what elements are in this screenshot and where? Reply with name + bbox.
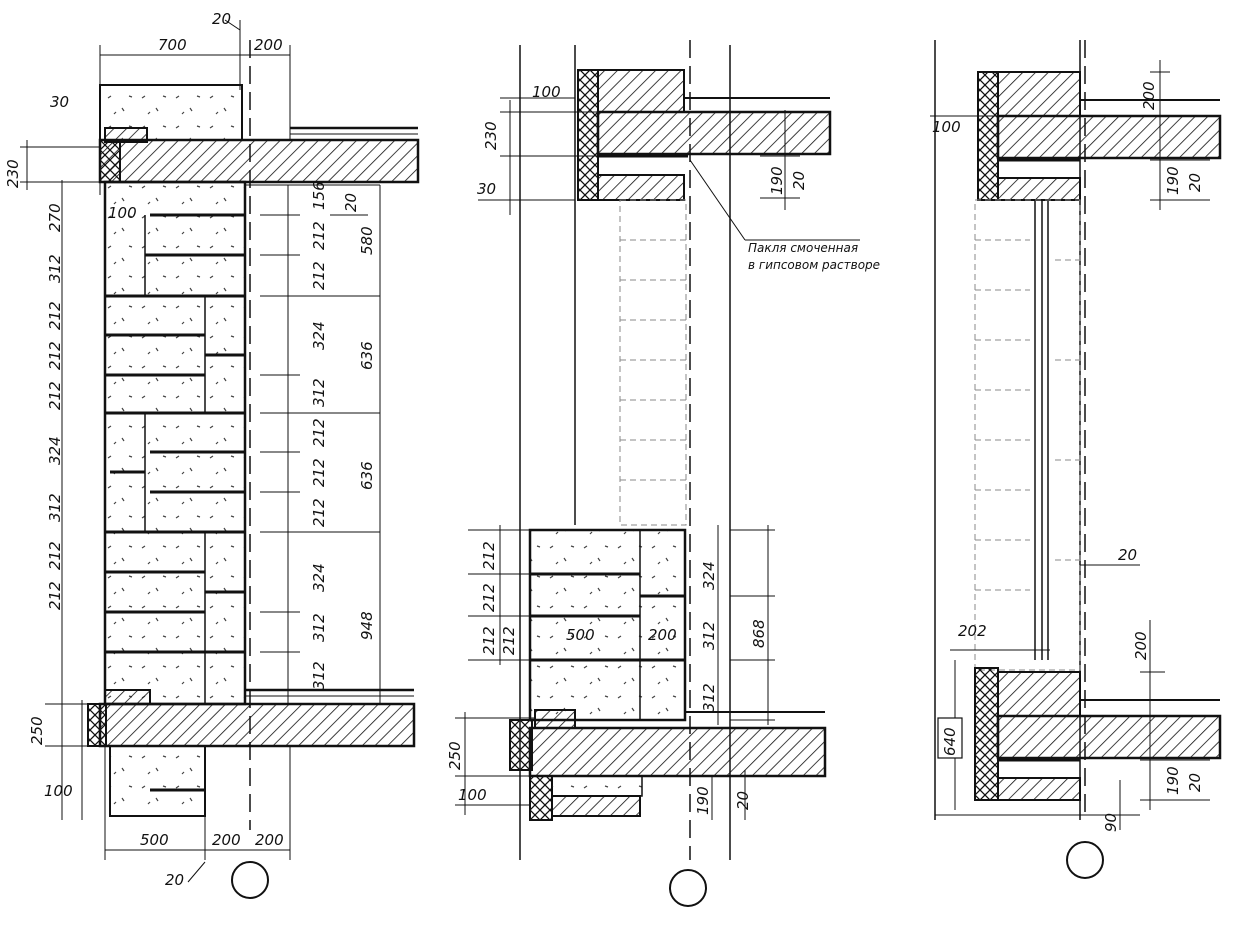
dim-a-top-1: 20 [212,10,231,28]
dim-b-left-8: 100 [458,786,487,804]
dim-c-bottom-0: 202 [958,622,987,640]
dim-b-left-7: 250 [446,741,464,770]
dim-a-right-inner-9: 312 [310,613,328,642]
dim-a-right-inner-1: 212 [310,221,328,250]
dim-c-right-1: 190 [1164,166,1182,195]
dim-a-right-inner-4: 312 [310,378,328,407]
dim-a-right-inner-8: 324 [310,563,328,592]
dim-a-left-12: 250 [28,716,46,745]
dim-b-left-2: 30 [477,180,496,198]
dim-c-right-2: 20 [1186,173,1204,192]
dim-a-bottom-3: 20 [165,871,184,889]
detail-c: 100 640 200 190 20 20 200 190 20 202 90 [930,40,1222,879]
detail-b: 100 230 30 212 212 212 212 250 100 500 2… [446,40,880,907]
dim-b-left-3: 212 [480,541,498,570]
dim-a-right-outer-0: 20 [342,193,360,212]
dim-a-left-1: 230 [4,159,22,188]
dim-b-right-3: 312 [700,621,718,650]
dim-a-right-outer-3: 636 [358,461,376,490]
dim-b-right-4: 312 [700,683,718,712]
dim-c-right-5: 190 [1164,766,1182,795]
dim-a-right-inner-10: 312 [310,661,328,690]
dim-a-bottom-0: 500 [140,831,169,849]
dim-b-left-1: 230 [482,121,500,150]
window-opening [619,199,687,526]
floor-slab-b-top [596,110,832,156]
dim-a-right-inner-6: 212 [310,458,328,487]
dim-a-left-8: 324 [46,436,64,465]
dim-a-left-10: 212 [46,541,64,570]
dim-c-right-6: 20 [1186,773,1204,792]
dim-a-right-inner-2: 212 [310,261,328,290]
dim-b-left-4: 212 [480,583,498,612]
dim-a-right-outer-2: 636 [358,341,376,370]
dim-b-right-6: 190 [694,786,712,815]
dim-b-left-6: 212 [500,626,518,655]
dim-a-left-7: 212 [46,381,64,410]
dim-a-left-5: 212 [46,301,64,330]
dim-a-bottom-1: 200 [212,831,241,849]
dim-b-left-0: 100 [532,83,561,101]
dim-b-left-5: 212 [480,626,498,655]
dim-b-right-7: 20 [734,791,752,810]
dim-b-right-2: 324 [700,561,718,590]
floor-slab-c-top [996,114,1222,160]
window-opening-c [974,199,1081,671]
dim-a-left-4: 312 [46,254,64,283]
floor-slab-top [98,138,420,184]
dim-c-bottom-1: 90 [1102,813,1120,832]
dim-a-left-9: 312 [46,493,64,522]
dim-a-right-inner-5: 212 [310,418,328,447]
floor-slab-b-bottom [528,726,827,778]
dim-b-right-0: 190 [768,166,786,195]
dim-c-left-0: 100 [932,118,961,136]
detail-a: 700 20 200 30 230 270 100 312 212 212 21… [4,10,420,899]
dim-c-right-4: 200 [1132,631,1150,660]
note-b-line1: Пакля смоченная [748,241,858,255]
dim-a-bottom-2: 200 [255,831,284,849]
floor-slab-bottom [98,702,416,748]
dim-c-right-0: 200 [1140,81,1158,110]
dim-a-left-0: 30 [50,93,69,111]
dim-a-right-inner-7: 212 [310,498,328,527]
dim-c-right-3: 20 [1118,546,1137,564]
dim-b-inside-1: 200 [648,626,677,644]
dim-a-right-inner-3: 324 [310,321,328,350]
block-wall [103,180,247,706]
dim-a-left-11: 212 [46,581,64,610]
dim-b-inside-0: 500 [566,626,595,644]
dim-b-right-5: 868 [750,619,768,648]
dim-a-left-13: 100 [44,782,73,800]
dim-a-top-2: 200 [254,36,283,54]
dim-c-left-1: 640 [941,727,959,756]
dim-a-left-3: 100 [108,204,137,222]
dim-a-top-0: 700 [158,36,187,54]
dim-a-right-outer-1: 580 [358,226,376,255]
dim-a-left-2: 270 [46,203,64,232]
dim-a-right-inner-0: 156 [310,181,328,210]
dim-a-left-6: 212 [46,341,64,370]
block-wall-b [528,528,687,722]
dim-a-right-outer-4: 948 [358,611,376,640]
floor-slab-c-bottom [996,714,1222,760]
dim-b-right-1: 20 [790,171,808,190]
note-b-line2: в гипсовом растворе [748,258,880,272]
